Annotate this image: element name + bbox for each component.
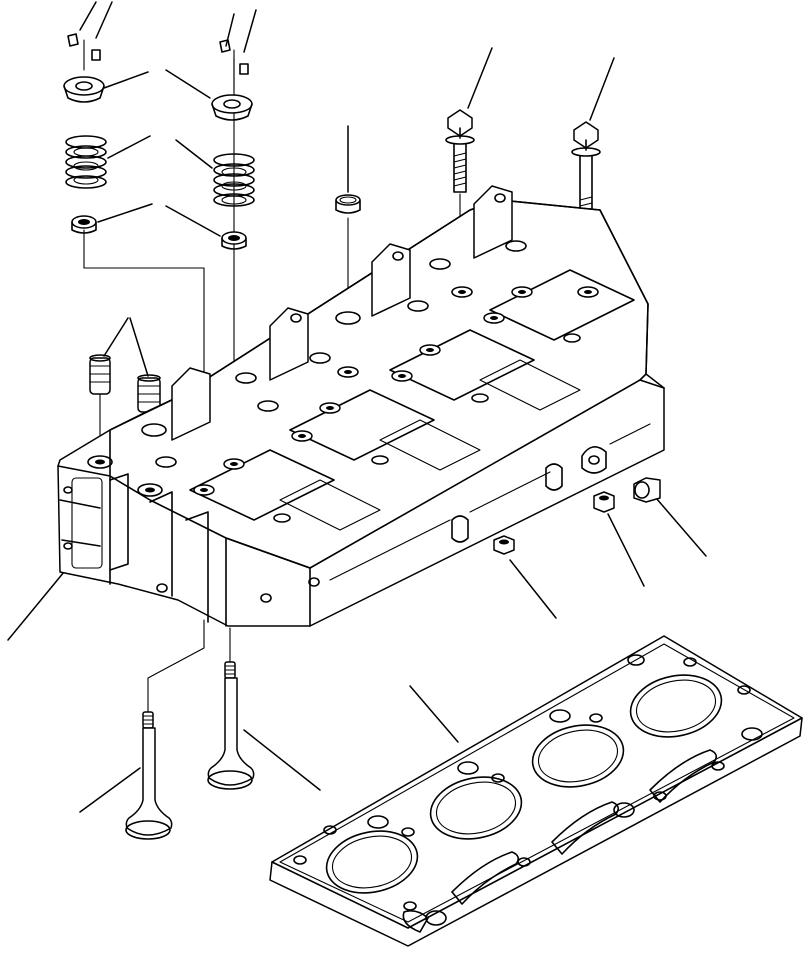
leader-retainer-left: [103, 71, 149, 89]
leader-spring-left: [107, 135, 151, 159]
exhaust-valve-icon: [125, 711, 173, 840]
leader-keeper-right-2: [225, 13, 235, 47]
valve-keeper-icon: [67, 33, 249, 91]
valve-spring-icon: [65, 135, 255, 207]
cylinder-head-icon: [57, 185, 665, 627]
leader-plug-2: [607, 513, 645, 587]
leader-keeper-left-2: [79, 1, 97, 31]
injector-sleeve-icon: [335, 194, 361, 214]
leader-valve-left: [79, 767, 141, 813]
leader-seal-left: [97, 203, 153, 223]
leader-plug-3: [655, 497, 707, 557]
leader-keeper-right: [243, 9, 257, 53]
leader-retainer-right: [165, 69, 211, 99]
leader-keeper-left: [95, 1, 113, 39]
axis-exhaust-valve: [147, 619, 205, 713]
leader-seal-right: [165, 205, 221, 237]
intake-valve-icon: [207, 661, 255, 790]
leader-injector-parts-b: [129, 317, 149, 377]
head-gasket-icon: [269, 635, 803, 947]
bolt-hole-icon: [87, 240, 599, 523]
leader-bolt-right: [589, 57, 615, 121]
leader-gasket: [409, 685, 459, 743]
leader-plug-1: [509, 559, 557, 619]
valve-guide-icon: [193, 286, 533, 496]
leader-bolt-left: [467, 47, 493, 109]
leader-injector-parts-a: [103, 317, 129, 357]
plug-icon: [493, 477, 661, 555]
spring-retainer-icon: [63, 76, 253, 121]
valve-stem-seal-icon: [71, 215, 247, 250]
injector-spring-icon: [89, 354, 161, 413]
leader-spring-right: [175, 139, 213, 169]
leader-head: [7, 571, 65, 641]
leader-valve-right: [243, 729, 321, 791]
